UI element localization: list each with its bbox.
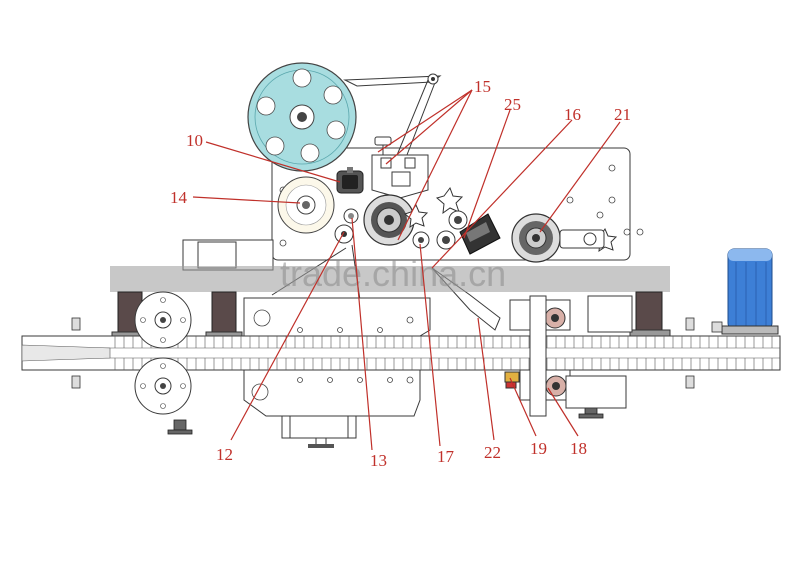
callout-label: 19 [530, 439, 547, 458]
callout-16: 16 [431, 105, 581, 269]
label-roll [247, 62, 357, 172]
callout-19: 19 [509, 377, 547, 458]
callout-18: 18 [547, 387, 587, 458]
callout-25: 25 [463, 95, 521, 239]
leveling-feet [167, 403, 604, 435]
callout-15: 15 [377, 77, 491, 241]
watermark: trade.china.cn [280, 253, 506, 294]
left-wheels [134, 291, 192, 415]
callout-14: 14 [170, 188, 301, 207]
machine-drawing [21, 62, 781, 448]
callout-label: 10 [186, 131, 203, 150]
backing-roll [277, 176, 335, 234]
callouts: 15 25 16 21 10 14 12 13 [170, 77, 631, 470]
callout-label: 21 [614, 105, 631, 124]
callout-17: 17 [419, 243, 455, 466]
callout-label: 22 [484, 443, 501, 462]
conveyor [21, 335, 781, 371]
callout-label: 13 [370, 451, 387, 470]
printer-head [459, 213, 501, 255]
callout-10: 10 [186, 131, 341, 183]
side-belt-unit [504, 295, 633, 417]
callout-label: 17 [437, 447, 455, 466]
callout-label: 25 [504, 95, 521, 114]
callout-label: 18 [570, 439, 587, 458]
callout-label: 12 [216, 445, 233, 464]
sensor-block [336, 167, 364, 194]
callout-21: 21 [539, 105, 631, 233]
callout-12: 12 [216, 231, 345, 464]
drive-roller [363, 194, 415, 246]
callout-13: 13 [351, 217, 387, 470]
rewind-roller [511, 213, 605, 263]
callout-label: 15 [474, 77, 491, 96]
callout-22: 22 [477, 317, 501, 462]
callout-label: 14 [170, 188, 188, 207]
upper-band [110, 266, 670, 292]
blue-motor [721, 248, 779, 335]
callout-label: 16 [564, 105, 581, 124]
